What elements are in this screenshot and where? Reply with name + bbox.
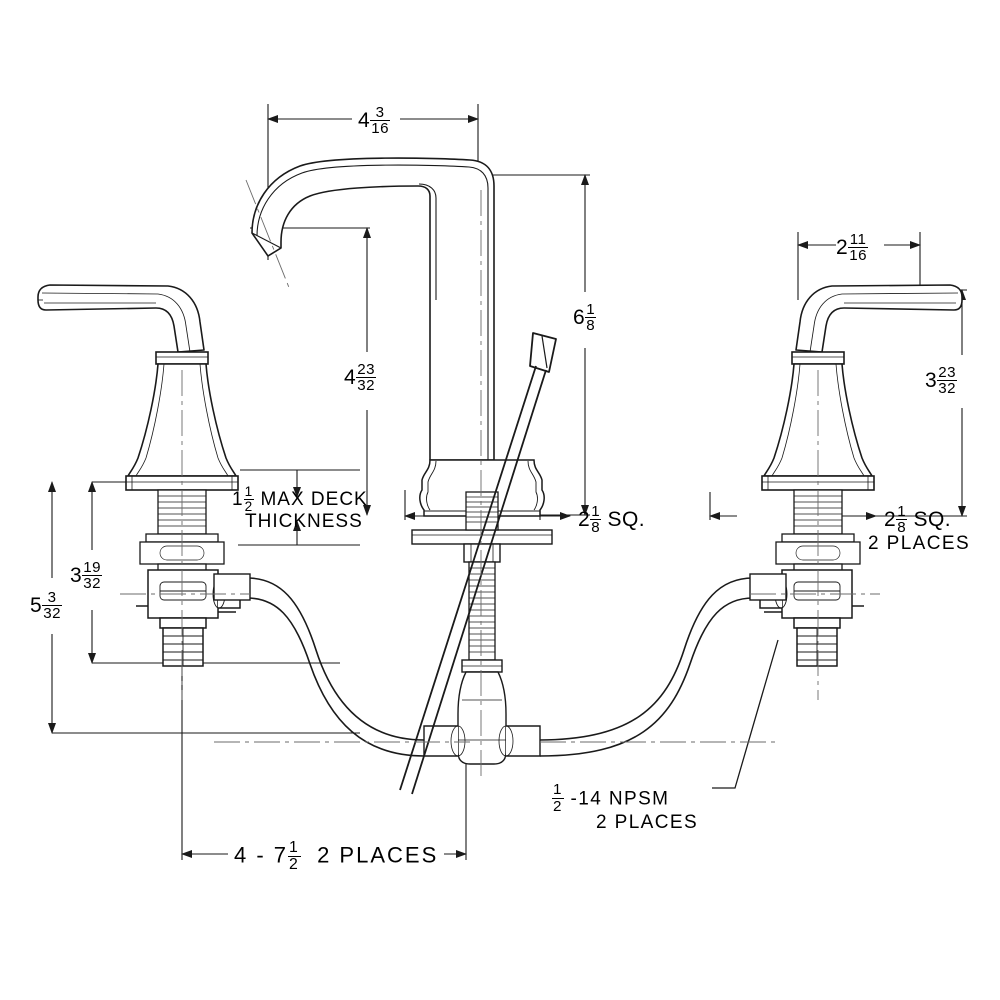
left-supply-tube [246, 577, 425, 757]
dim-shank-total-num: 3 [42, 590, 62, 607]
npsm-text: -14 NPSM [570, 788, 670, 810]
dim-handle-reach-num: 11 [848, 231, 868, 249]
dim-valve-height-num: 19 [82, 559, 102, 577]
centerlines [120, 179, 880, 780]
dim-valve-height-den: 32 [83, 575, 101, 593]
left-handle-detail [38, 292, 191, 353]
dim-handle-height-den: 32 [938, 380, 956, 398]
center-tee-fitting [423, 659, 541, 765]
spread-num: 1 [288, 839, 301, 858]
spread-places: 2 PLACES [317, 842, 439, 868]
npsm-num: 1 [552, 781, 564, 799]
center-tee-detail [450, 665, 514, 757]
npsm-leader [712, 639, 779, 789]
dim-shank-total-den: 32 [43, 605, 61, 623]
npsm-den: 2 [553, 797, 563, 815]
spread-prefix: 4 - 7 [234, 842, 289, 868]
note-right-sq-places: 2 PLACES [868, 533, 971, 554]
spread-den: 2 [289, 856, 300, 874]
dim-handle-height-num: 23 [937, 364, 957, 382]
deck-thickness-den: 2 [244, 498, 254, 514]
right-sq-num: 1 [896, 503, 908, 521]
dim-handle-reach-den: 16 [849, 247, 867, 265]
right-handle-base-detail [762, 356, 874, 490]
center-sq-den: 8 [591, 519, 601, 537]
right-handle-lever [795, 284, 963, 353]
deck-thickness-num: 1 [243, 484, 255, 500]
note-npsm-places: 2 PLACES [596, 812, 699, 833]
right-sq-text: SQ. [913, 508, 952, 532]
lift-rod [399, 365, 547, 795]
dim-spout-reach-num: 3 [370, 105, 390, 122]
left-supply-connector [213, 573, 251, 601]
right-sq-den: 8 [897, 519, 907, 537]
spout-detail-lines [251, 164, 489, 460]
dim-spout-total-num: 1 [585, 301, 597, 319]
spout-body [251, 157, 495, 461]
dim-spout-total-den: 8 [586, 317, 596, 335]
dim-spout-reach-den: 16 [371, 120, 389, 138]
right-supply-tube [539, 577, 754, 757]
center-sq-text: SQ. [607, 508, 646, 532]
left-handle-lever [37, 284, 205, 353]
dim-spout-mid-num: 23 [356, 361, 376, 379]
center-sq-num: 1 [590, 503, 602, 521]
lift-rod-knob [529, 332, 557, 373]
right-handle-detail [809, 292, 959, 353]
lift-rod-knob-detail [541, 335, 548, 369]
note-deck-thickness-line2: THICKNESS [245, 511, 363, 532]
right-supply-connector [749, 573, 787, 601]
deck-thickness-text: MAX DECK [260, 489, 368, 511]
dim-spout-mid-den: 32 [357, 377, 375, 395]
